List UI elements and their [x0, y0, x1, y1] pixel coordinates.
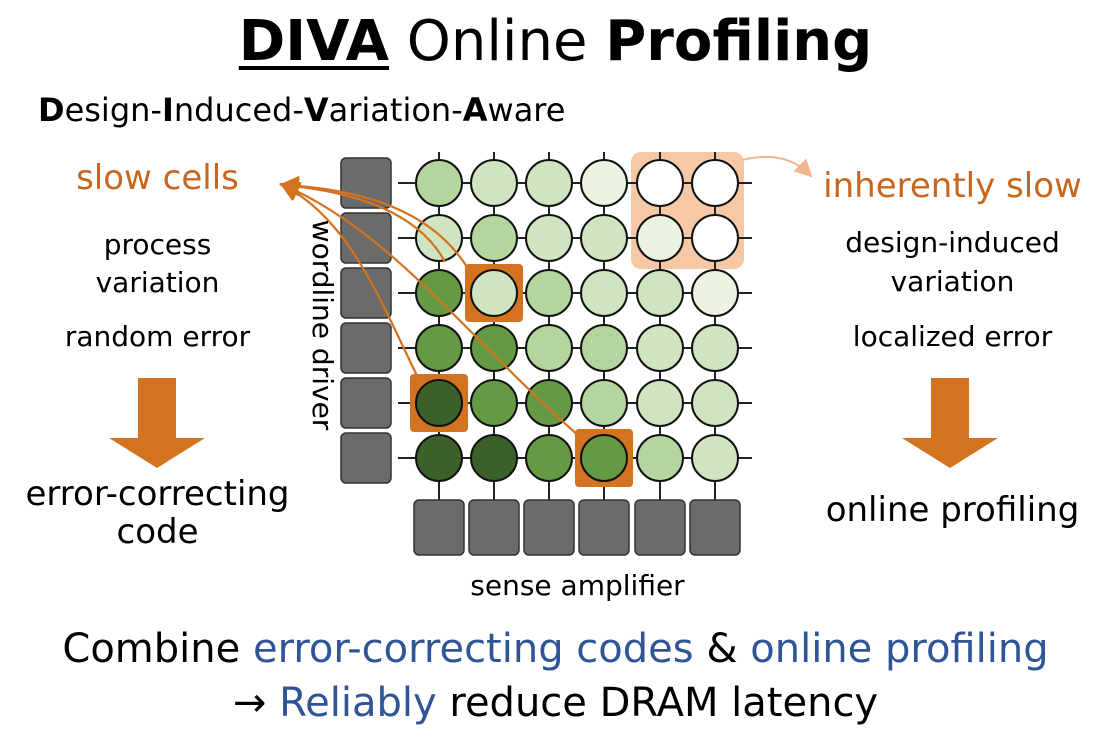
- random-error-label: random error: [64, 320, 251, 353]
- sense-amplifier-1: [468, 499, 520, 556]
- title-diva: DIVA: [238, 9, 389, 74]
- sense-amplifier-5: [689, 499, 741, 556]
- acronym-i: I: [161, 91, 174, 129]
- sense-amplifier-0: [413, 499, 465, 556]
- sense-amplifier-4: [634, 499, 686, 556]
- dram-cell-r1-c2: [525, 214, 573, 262]
- inherently-slow-arrow: [741, 155, 813, 178]
- title-profiling: Profiling: [605, 9, 873, 74]
- sense-amplifier-3: [578, 499, 630, 556]
- slow-cell-arrow-3: [279, 176, 446, 263]
- dram-cell-r3-c3: [580, 324, 628, 372]
- acronym-a: A: [462, 91, 488, 129]
- wordline-driver-4: [340, 377, 392, 429]
- reliably-text: Reliably: [279, 680, 437, 726]
- wordline-driver-label-wrap: wordline driver: [305, 190, 339, 460]
- dram-cell-r5-c3: [580, 434, 628, 482]
- dram-cell-r3-c5: [691, 324, 739, 372]
- conclusion-line1: Combine error-correcting codes & online …: [0, 622, 1111, 676]
- wordline-driver-label: wordline driver: [306, 219, 339, 431]
- wordline-driver-3: [340, 322, 392, 374]
- dram-cell-r1-c5: [691, 214, 739, 262]
- dram-cell-r3-c4: [636, 324, 684, 372]
- reduce-latency-text: reduce DRAM latency: [449, 680, 879, 726]
- wordline-driver-5: [340, 432, 392, 484]
- dram-cell-r3-c0: [415, 324, 463, 372]
- dram-cell-r0-c5: [691, 159, 739, 207]
- ecc-text: error-correcting codes: [252, 626, 694, 672]
- left-down-arrow: [109, 378, 205, 468]
- dram-cell-r1-c1: [470, 214, 518, 262]
- dram-cell-r3-c1: [470, 324, 518, 372]
- dram-cell-r5-c0: [415, 434, 463, 482]
- dram-cell-r4-c0: [415, 379, 463, 427]
- process-label: process: [103, 228, 212, 261]
- wordline-driver-2: [340, 267, 392, 319]
- slow-cell-arrow-1: [279, 183, 421, 383]
- dram-cell-r2-c4: [636, 269, 684, 317]
- dram-cell-r3-c2: [525, 324, 573, 372]
- slow-cell-arrow-0: [279, 175, 471, 273]
- slow-cells-heading: slow cells: [76, 158, 239, 198]
- dram-cell-r0-c4: [636, 159, 684, 207]
- dram-cell-r2-c0: [415, 269, 463, 317]
- inherently-slow-heading: inherently slow: [823, 166, 1082, 206]
- ampersand-text: &: [706, 626, 738, 672]
- acronym-i-rest: nduced-: [173, 91, 304, 129]
- subtitle-acronym: Design-Induced-Variation-Aware: [38, 86, 565, 134]
- dram-cell-r0-c1: [470, 159, 518, 207]
- title-online: Online: [406, 9, 588, 74]
- localized-error-label: localized error: [852, 320, 1053, 353]
- acronym-a-rest: ware: [487, 91, 566, 129]
- dram-cell-r1-c4: [636, 214, 684, 262]
- sense-amplifier-2: [523, 499, 575, 556]
- dram-cell-r2-c1: [470, 269, 518, 317]
- dram-cell-r1-c3: [580, 214, 628, 262]
- dram-cell-r0-c2: [525, 159, 573, 207]
- dram-cell-r0-c0: [415, 159, 463, 207]
- design-variation-label: variation: [890, 265, 1015, 298]
- ecc-result-line1: error-correcting: [25, 474, 290, 514]
- online-profiling-result: online profiling: [825, 490, 1080, 530]
- dram-cell-r4-c2: [525, 379, 573, 427]
- ecc-result-line2: code: [116, 512, 199, 552]
- dram-cell-r5-c5: [691, 434, 739, 482]
- online-profiling-text: online profiling: [750, 626, 1049, 672]
- dram-cell-r2-c5: [691, 269, 739, 317]
- page-title: DIVA Online Profiling: [0, 6, 1111, 78]
- combine-text: Combine: [62, 626, 241, 672]
- wordline-driver-1: [340, 212, 392, 264]
- dram-cell-r5-c1: [470, 434, 518, 482]
- acronym-d: D: [38, 91, 65, 129]
- dram-cell-r2-c2: [525, 269, 573, 317]
- dram-cell-r4-c4: [636, 379, 684, 427]
- right-down-arrow: [902, 378, 998, 468]
- dram-cell-r4-c1: [470, 379, 518, 427]
- sense-amplifier-label: sense amplifier: [470, 569, 685, 602]
- conclusion-line2: → Reliably reduce DRAM latency: [0, 676, 1111, 730]
- design-induced-label: design-induced: [845, 226, 1060, 259]
- acronym-d-rest: esign-: [64, 91, 162, 129]
- dram-cell-r2-c3: [580, 269, 628, 317]
- dram-cell-r4-c5: [691, 379, 739, 427]
- dram-cell-r0-c3: [580, 159, 628, 207]
- process-variation-label: variation: [95, 266, 220, 299]
- dram-cell-r5-c4: [636, 434, 684, 482]
- arrow-glyph: →: [232, 680, 267, 726]
- dram-cell-r4-c3: [580, 379, 628, 427]
- dram-cell-r5-c2: [525, 434, 573, 482]
- slow-cell-arrow-2: [279, 182, 581, 438]
- acronym-v-rest: ariation-: [328, 91, 463, 129]
- acronym-v: V: [303, 91, 329, 129]
